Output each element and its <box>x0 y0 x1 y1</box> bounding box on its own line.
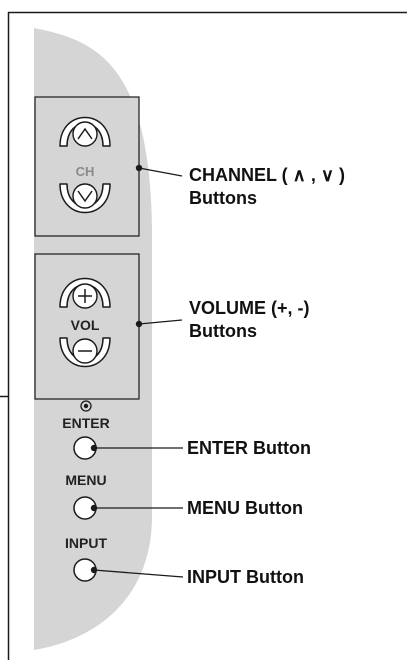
leader-volume <box>135 319 183 328</box>
volume-callout: VOLUME (+, -) Buttons <box>189 297 310 343</box>
leader-menu <box>90 504 183 512</box>
channel-down-button[interactable] <box>59 183 111 214</box>
channel-callout: CHANNEL ( ∧ , ∨ ) Buttons <box>189 164 345 210</box>
leader-enter <box>90 444 183 452</box>
caret-down-icon <box>72 183 98 209</box>
channel-callout-title: CHANNEL ( ∧ , ∨ ) <box>189 165 346 185</box>
channel-up-button[interactable] <box>59 116 111 147</box>
caret-up-icon <box>72 121 98 147</box>
volume-down-button[interactable] <box>59 337 111 368</box>
input-label: INPUT <box>65 535 107 551</box>
enter-label: ENTER <box>62 415 109 431</box>
channel-callout-sub: Buttons <box>189 188 257 208</box>
plus-icon <box>72 283 98 309</box>
menu-callout: MENU Button <box>187 498 303 518</box>
enter-callout: ENTER Button <box>187 438 311 458</box>
input-callout: INPUT Button <box>187 567 304 587</box>
minus-icon <box>72 338 98 364</box>
channel-label: CH <box>76 164 95 179</box>
volume-label: VOL <box>71 317 100 333</box>
dot-circle-icon <box>80 400 92 412</box>
volume-callout-title: VOLUME (+, -) <box>189 298 310 318</box>
volume-up-button[interactable] <box>59 277 111 309</box>
menu-label: MENU <box>65 472 106 488</box>
leader-channel <box>135 164 183 177</box>
leader-input <box>90 566 184 578</box>
volume-callout-sub: Buttons <box>189 321 257 341</box>
